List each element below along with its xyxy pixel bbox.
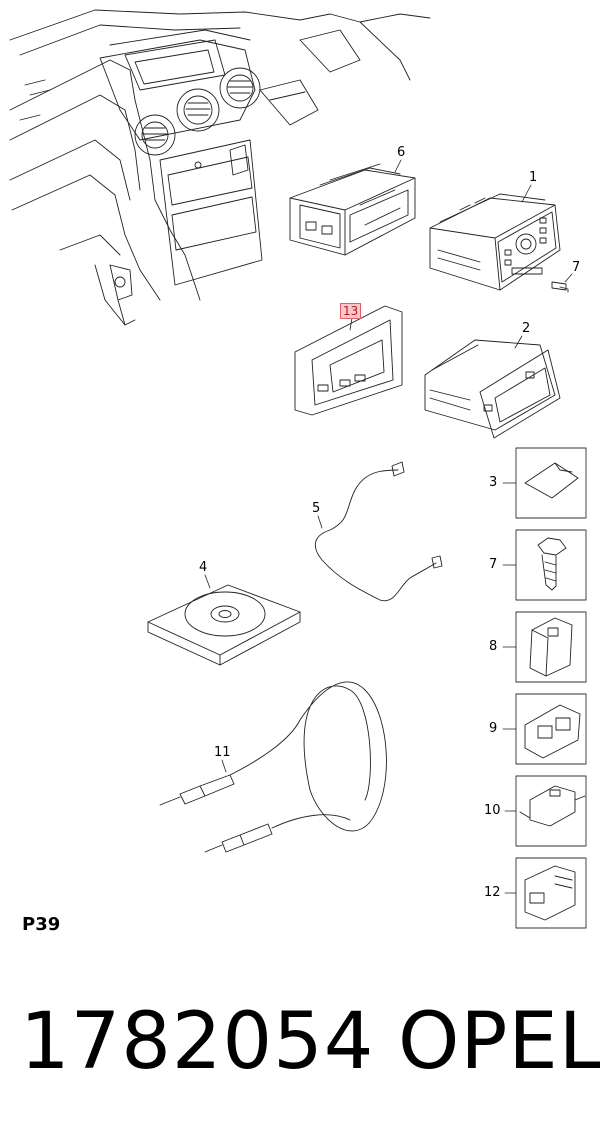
port-box-10 [515, 775, 587, 847]
antenna-cable [314, 461, 443, 602]
callout-2: 2 [522, 321, 531, 336]
callout-12: 12 [484, 885, 501, 900]
navigation-head-unit [424, 339, 561, 439]
callout-9: 9 [489, 721, 498, 736]
callout-3: 3 [489, 475, 498, 490]
callout-4: 4 [199, 560, 208, 575]
callout-7-box: 7 [489, 557, 498, 572]
callout-7-top: 7 [572, 260, 581, 275]
sd-card-box [515, 447, 587, 519]
switch-box-9 [515, 693, 587, 765]
callout-8: 8 [489, 639, 498, 654]
radio-head-unit [429, 193, 561, 291]
screw-box [515, 529, 587, 601]
radio-mounting-cage [289, 163, 416, 256]
callout-5: 5 [312, 501, 321, 516]
part-number: 1782054 [20, 997, 375, 1087]
callout-10: 10 [484, 803, 501, 818]
dashboard-center-console [9, 9, 431, 326]
callout-11: 11 [214, 745, 231, 760]
display-bezel-highlighted [294, 305, 403, 416]
brand-name: OPEL [398, 997, 600, 1087]
page-code: P39 [22, 914, 61, 935]
aux-audio-cable [159, 681, 387, 853]
leader-lines [204, 159, 573, 894]
callout-13-highlighted: 13 [340, 303, 362, 319]
switch-box-8 [515, 611, 587, 683]
software-cd [147, 584, 301, 666]
exploded-parts-diagram [9, 9, 587, 929]
callout-6: 6 [397, 145, 406, 160]
screw-small [551, 281, 569, 293]
callout-1: 1 [529, 170, 538, 185]
port-box-12 [515, 857, 587, 929]
